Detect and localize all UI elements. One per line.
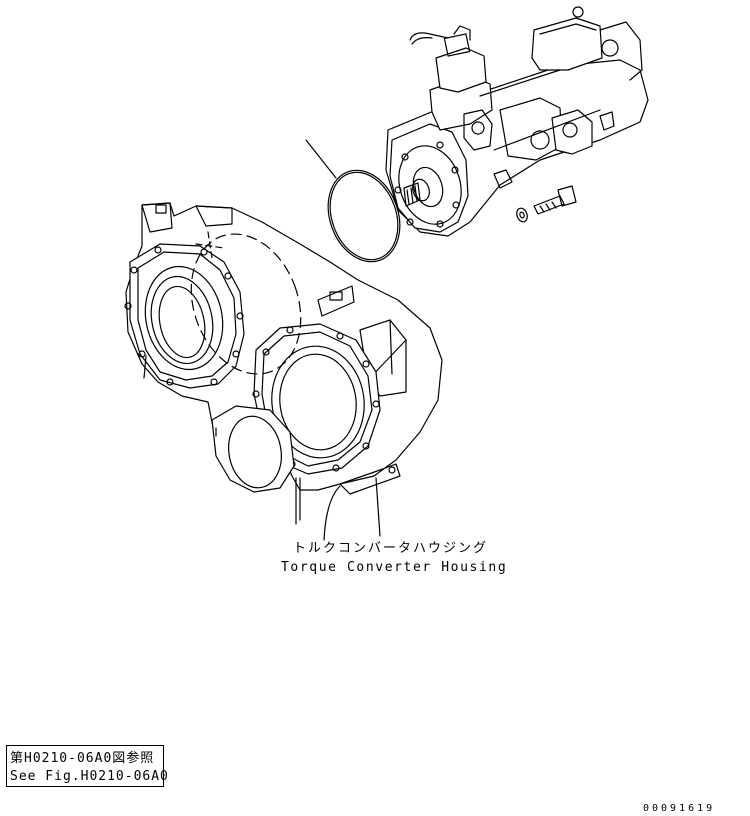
o-ring: [305, 139, 401, 263]
washer: [516, 207, 528, 223]
housing-label-english: Torque Converter Housing: [281, 560, 508, 575]
reference-japanese: 第H0210-06A0図参照: [10, 751, 155, 766]
housing-label-japanese: トルクコンバータハウジング: [293, 541, 489, 556]
figure-reference-box: 第H0210-06A0図参照 See Fig.H0210-06A0: [6, 745, 168, 787]
reference-english: See Fig.H0210-06A0: [10, 769, 169, 784]
hydraulic-pump: [385, 6, 649, 237]
torque-converter-housing: [124, 202, 443, 541]
mounting-bolt: [533, 185, 577, 215]
drawing-code: 00091619: [643, 803, 716, 814]
